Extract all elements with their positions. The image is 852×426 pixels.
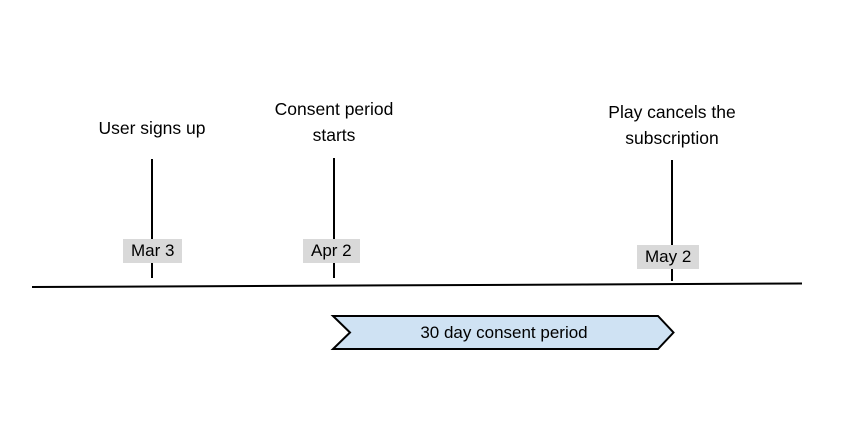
event-title-line: starts [312,125,356,145]
event-title-line: Consent period [274,99,394,119]
event-title-consent-start: Consent period starts [275,96,394,148]
event-tick-consent-start [333,158,335,278]
event-tick-signup [151,159,153,278]
timeline-axis [31,282,803,288]
event-title-signup: User signs up [99,115,206,141]
date-badge-mar3: Mar 3 [123,239,183,263]
event-title-line: Play cancels the [608,102,736,122]
date-badge-apr2: Apr 2 [303,239,360,263]
event-tick-cancel [671,160,673,281]
event-title-cancel: Play cancels the subscription [608,99,735,151]
consent-period-banner-shape [330,315,675,350]
consent-period-banner-label: 30 day consent period [420,322,588,342]
event-title-line: subscription [625,128,719,148]
event-title-line: User signs up [98,118,206,138]
date-badge-may2: May 2 [637,245,700,269]
